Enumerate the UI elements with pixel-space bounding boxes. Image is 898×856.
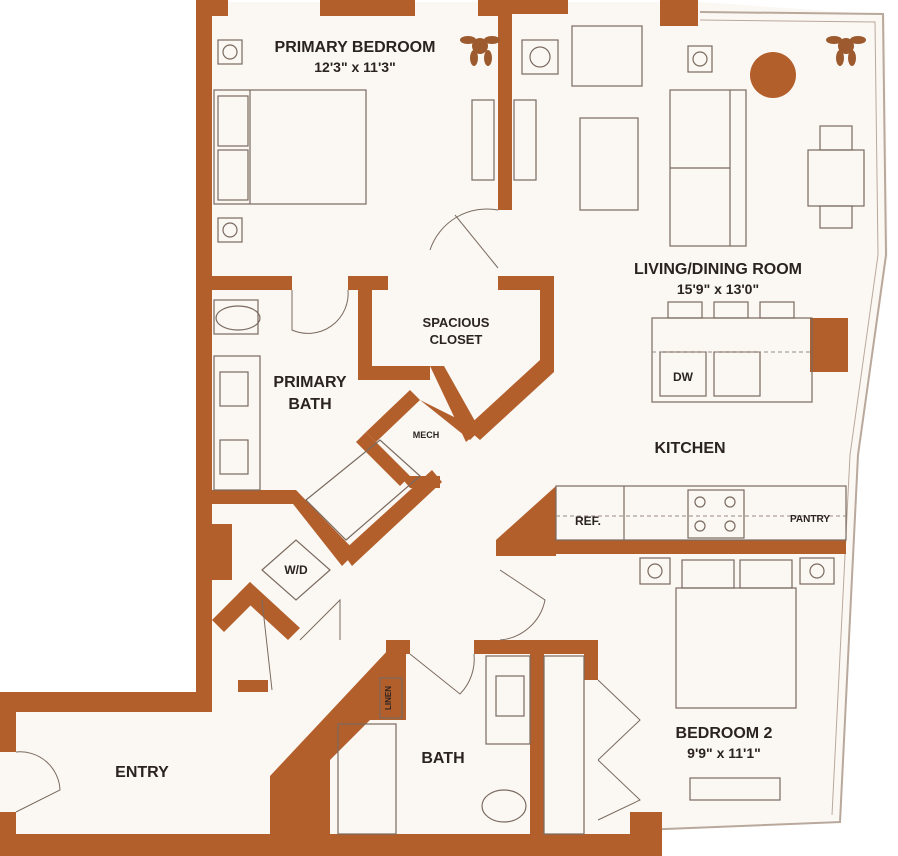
plants [460,36,866,66]
wd-label: W/D [284,563,308,577]
plant-icon [460,36,500,66]
primary-bedroom-label: PRIMARY BEDROOM [275,39,436,56]
spacious-closet-label-line1: SPACIOUS [423,315,490,330]
entry-label: ENTRY [115,764,169,781]
ref-label: REF. [575,514,601,528]
bath-label: BATH [421,750,464,767]
bedroom2-label: BEDROOM 2 [676,725,773,742]
kitchen-label: KITCHEN [654,440,725,457]
furniture [213,25,865,835]
primary-bath-label-line1: PRIMARY [273,374,347,391]
living-dining-label: LIVING/DINING ROOM [634,261,802,278]
room-labels: PRIMARY BEDROOM 12'3" x 11'3" LIVING/DIN… [115,39,830,781]
plant-icon [826,36,866,66]
primary-bath-label-line2: BATH [288,396,331,413]
pantry-label: PANTRY [790,514,830,525]
living-dining-dims: 15'9" x 13'0" [677,281,759,297]
mech-label: MECH [413,430,440,440]
primary-bedroom-dims: 12'3" x 11'3" [314,59,395,75]
dw-label: DW [673,370,694,384]
spacious-closet-label-line2: CLOSET [430,332,483,347]
linen-label: LINEN [384,686,393,710]
bedroom2-dims: 9'9" x 11'1" [687,745,761,761]
doors [15,208,641,821]
